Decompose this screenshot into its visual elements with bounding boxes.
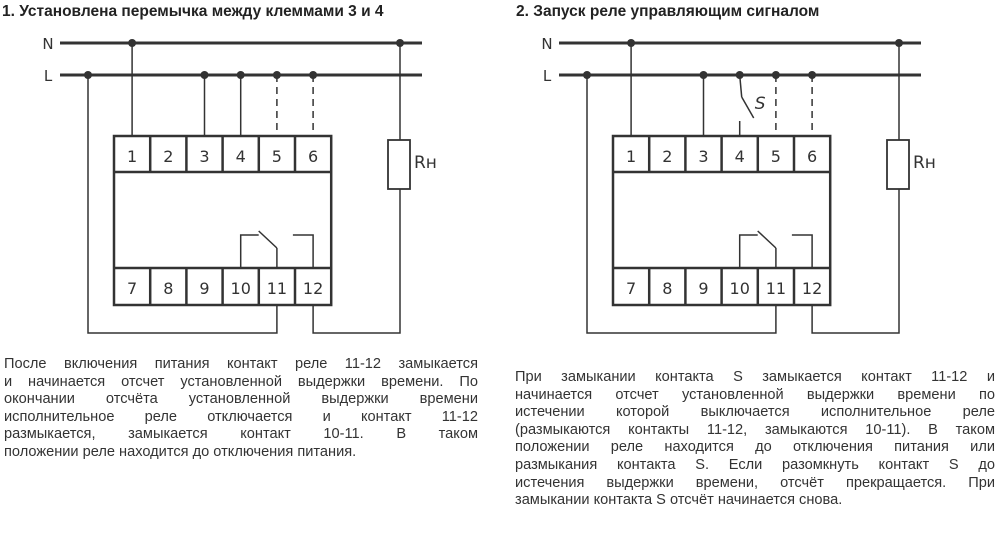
terminal-1: 1 bbox=[626, 147, 636, 166]
terminal-11: 11 bbox=[766, 279, 786, 298]
terminal-6: 6 bbox=[308, 147, 318, 166]
diagram2-title: 2. Запуск реле управляющим сигналом bbox=[516, 3, 820, 20]
terminal-5: 5 bbox=[771, 147, 781, 166]
terminal-12: 12 bbox=[802, 279, 822, 298]
switch-s-lead bbox=[738, 74, 743, 98]
neutral-label: N bbox=[42, 35, 53, 53]
wire-l-to-11 bbox=[87, 75, 278, 334]
description-line: размыкается, замыкается контакт 10-11. В… bbox=[4, 426, 478, 443]
load-label: Rн bbox=[913, 153, 936, 173]
load-resistor bbox=[387, 139, 411, 190]
terminal-9: 9 bbox=[698, 279, 708, 298]
description-line: исполнительное реле отключается и контак… bbox=[4, 408, 478, 425]
switch-s-label: S bbox=[755, 94, 766, 114]
terminal-6: 6 bbox=[807, 147, 817, 166]
terminal-2: 2 bbox=[163, 147, 173, 166]
diagram1-title: 1. Установлена перемычка между клеммами … bbox=[2, 3, 384, 20]
terminal-2: 2 bbox=[662, 147, 672, 166]
terminal-11: 11 bbox=[267, 279, 287, 298]
description-line: окончании отсчёта установленной выдержки… bbox=[4, 391, 478, 408]
terminal-12: 12 bbox=[303, 279, 323, 298]
contact-blade-11 bbox=[757, 230, 777, 249]
diagram1-description: После включения питания контакт реле 11-… bbox=[4, 356, 478, 462]
terminal-4: 4 bbox=[735, 147, 745, 166]
wire-12-to-load bbox=[312, 189, 401, 334]
terminal-1: 1 bbox=[127, 147, 137, 166]
terminal-7: 7 bbox=[127, 279, 137, 298]
junction-dot bbox=[627, 39, 636, 47]
description-line: При замыкании контакта S замыкается конт… bbox=[515, 369, 995, 385]
contact-blade-11 bbox=[258, 230, 278, 249]
description-line: положении реле находится до отключения п… bbox=[4, 443, 357, 460]
load-label: Rн bbox=[414, 153, 437, 173]
description-line: начинается отсчет установленной выдержки… bbox=[515, 386, 995, 403]
description-line: истечении которой выключается исполнител… bbox=[515, 404, 995, 421]
description-line: и начинается отсчет установленной выдерж… bbox=[4, 373, 478, 390]
contact-10 bbox=[239, 234, 259, 268]
description-line: истечения выдержки времени, отсчёт прекр… bbox=[515, 474, 995, 491]
line-label: L bbox=[44, 67, 53, 85]
terminal-9: 9 bbox=[199, 279, 209, 298]
diagram2-description: При замыкании контакта S замыкается конт… bbox=[515, 369, 995, 510]
terminal-3: 3 bbox=[199, 147, 209, 166]
description-line: положении реле находится до отключения п… bbox=[515, 439, 995, 456]
contact-12 bbox=[791, 234, 813, 268]
terminal-4: 4 bbox=[236, 147, 246, 166]
terminal-10: 10 bbox=[730, 279, 750, 298]
load-resistor bbox=[886, 139, 910, 190]
terminal-3: 3 bbox=[698, 147, 708, 166]
description-line: После включения питания контакт реле 11-… bbox=[4, 356, 478, 372]
terminal-5: 5 bbox=[272, 147, 282, 166]
line-label: L bbox=[543, 67, 552, 85]
description-line: размыкания контакта S. Если разомкнуть к… bbox=[515, 456, 995, 473]
neutral-label: N bbox=[541, 35, 552, 53]
description-line: (размыкаются контакты 11-12, замыкаются … bbox=[515, 421, 995, 438]
wire-12-to-load bbox=[811, 189, 900, 334]
terminal-8: 8 bbox=[662, 279, 672, 298]
terminal-7: 7 bbox=[626, 279, 636, 298]
wire-l-to-11 bbox=[586, 75, 777, 334]
terminal-8: 8 bbox=[163, 279, 173, 298]
terminal-10: 10 bbox=[231, 279, 251, 298]
contact-10 bbox=[738, 234, 758, 268]
switch-s-blade bbox=[741, 96, 755, 119]
junction-dot bbox=[128, 39, 137, 47]
contact-12 bbox=[292, 234, 314, 268]
description-line: замыкании контакта S отсчёт начинается с… bbox=[515, 492, 843, 509]
